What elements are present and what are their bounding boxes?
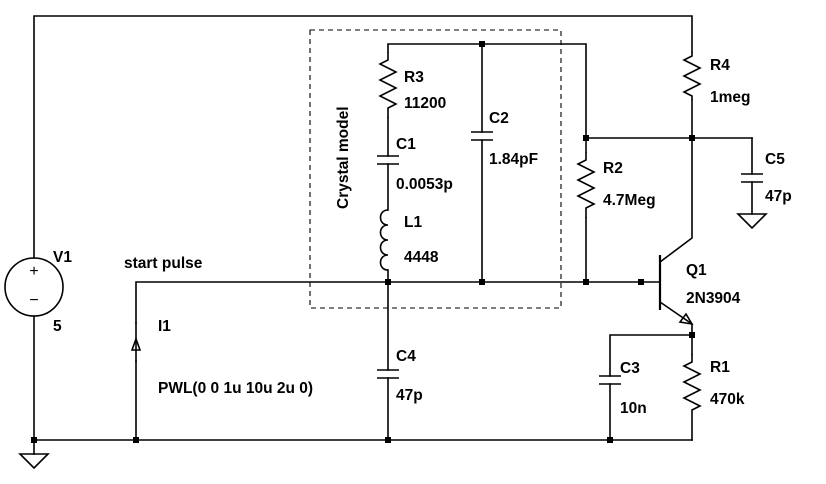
v1-value: 5 [53, 318, 62, 335]
c3-name: C3 [620, 360, 640, 377]
junction-dot [385, 437, 391, 443]
q1-transistor [641, 255, 694, 326]
i1-current-source [130, 322, 142, 362]
c2-capacitor [471, 131, 493, 141]
c5-capacitor [741, 173, 763, 183]
c4-value: 47p [396, 387, 423, 404]
wire-crystal-top [387, 43, 587, 139]
ground-symbol-c5 [736, 213, 768, 230]
r3-resistor [378, 52, 398, 118]
r1-resistor [682, 354, 702, 411]
junction-dot [583, 135, 589, 141]
junction-dot [385, 279, 391, 285]
r2-value: 4.7Meg [603, 192, 656, 209]
r4-name: R4 [710, 57, 730, 74]
junction-dot [133, 437, 139, 443]
r1-value: 470k [710, 391, 745, 408]
junction-dot [583, 279, 589, 285]
c5-name: C5 [765, 151, 785, 168]
wire-emitter-node [609, 323, 693, 377]
v1-minus-sign: − [29, 292, 38, 309]
junction-dot [31, 437, 37, 443]
q1-name: Q1 [686, 262, 707, 279]
v1-plus-sign: + [29, 263, 38, 280]
q1-value: 2N3904 [686, 290, 741, 307]
i1-arrow-icon [130, 336, 142, 351]
v1-source: + − [4, 257, 64, 317]
crystal-model-box [309, 29, 562, 309]
c3-capacitor [599, 375, 621, 385]
wires [33, 15, 753, 455]
r2-name: R2 [603, 160, 623, 177]
wire-q1-collector [658, 137, 693, 264]
labels: Crystal model start pulse V1 5 I1 PWL(0 … [53, 57, 792, 417]
i1-value: PWL(0 0 1u 10u 2u 0) [158, 380, 313, 397]
l1-name: L1 [404, 214, 422, 231]
wire-base-node [135, 281, 642, 324]
junctions [31, 41, 695, 443]
l1-value: 4448 [404, 249, 439, 266]
junction-dot [479, 41, 485, 47]
c4-name: C4 [396, 348, 416, 365]
r4-resistor [682, 52, 702, 100]
c2-value: 1.84pF [489, 151, 538, 168]
c4-capacitor [377, 369, 399, 379]
junction-dot [689, 135, 695, 141]
r1-name: R1 [710, 359, 730, 376]
v1-source-circle [4, 257, 64, 317]
v1-name: V1 [53, 249, 72, 266]
r4-value: 1meg [710, 89, 751, 106]
junction-dot [689, 332, 695, 338]
c1-value: 0.0053p [396, 176, 453, 193]
junction-dot [479, 279, 485, 285]
r3-value: 11200 [404, 95, 446, 112]
c3-value: 10n [620, 400, 647, 417]
start-pulse-label: start pulse [124, 255, 203, 272]
c1-name: C1 [396, 136, 416, 153]
ground-symbol-main [18, 453, 50, 470]
junction-dot [607, 437, 613, 443]
c2-name: C2 [489, 110, 509, 127]
i1-name: I1 [158, 318, 171, 335]
c1-capacitor [377, 155, 399, 165]
c5-value: 47p [765, 188, 792, 205]
q1-emitter-lead [659, 301, 693, 325]
wire-top-rail [33, 15, 693, 259]
r3-name: R3 [404, 69, 424, 86]
l1-inductor [379, 209, 389, 271]
r2-resistor [576, 152, 596, 218]
crystal-model-label: Crystal model [335, 106, 352, 209]
q1-emitter-arrow-icon [678, 312, 694, 326]
